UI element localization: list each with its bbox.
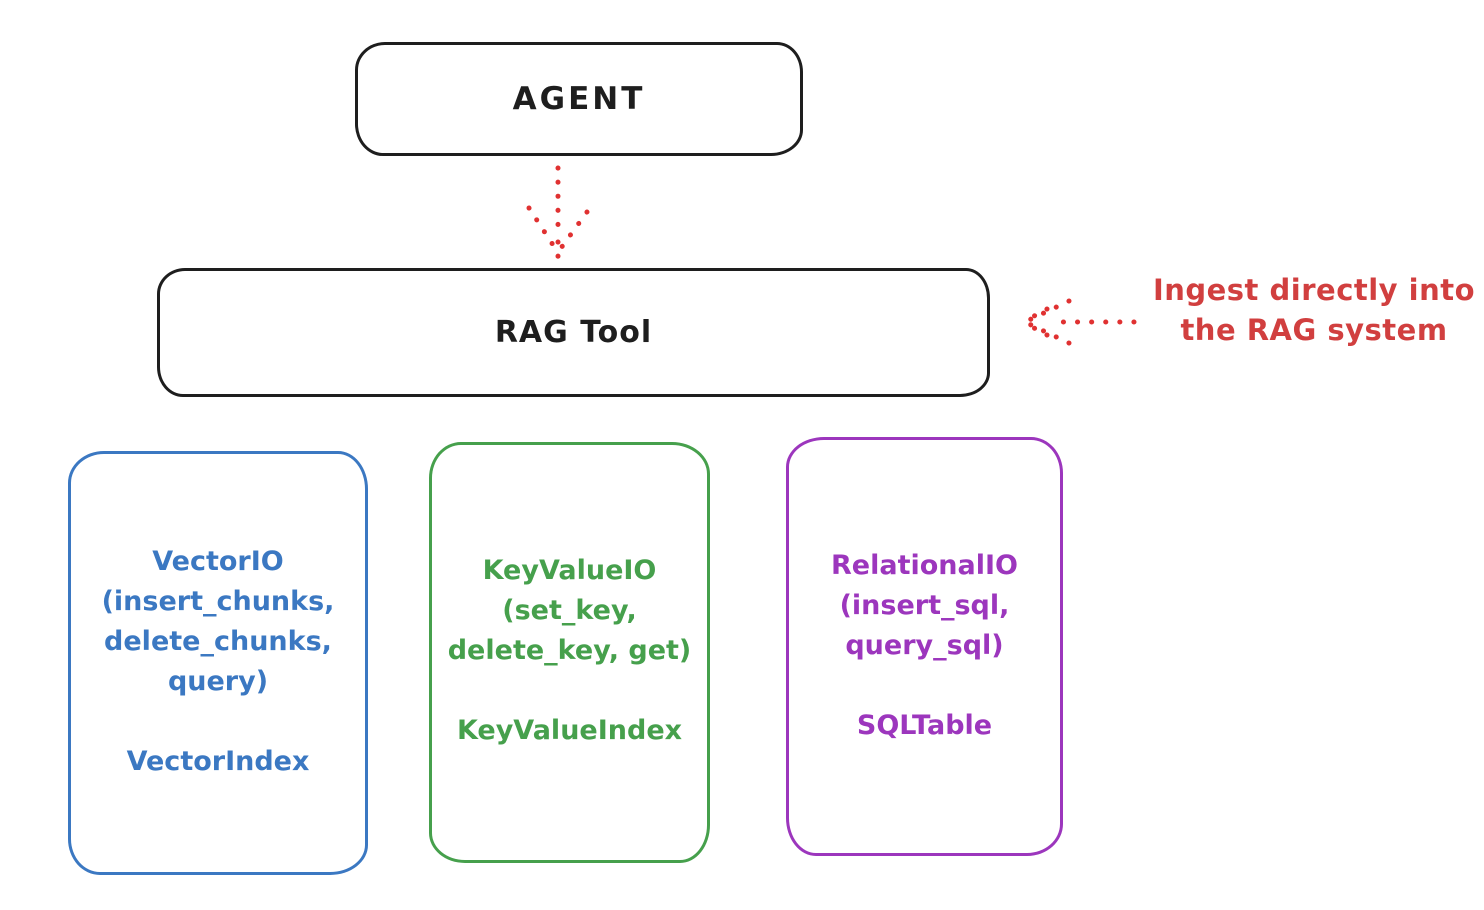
relational-io-label: RelationalIO (insert_sql, query_sql) xyxy=(831,550,1018,661)
vector-io-label: VectorIO (insert_chunks, delete_chunks, … xyxy=(101,546,335,697)
keyvalue-io-node: KeyValueIO (set_key, delete_key, get) Ke… xyxy=(429,442,710,863)
agent-node: AGENT xyxy=(355,42,803,156)
agent-label: AGENT xyxy=(512,81,646,117)
agent-to-rag-dotted-arrow xyxy=(526,165,590,265)
vector-index-label: VectorIndex xyxy=(126,746,310,777)
ingest-annotation-text: Ingest directly into the RAG system xyxy=(1152,273,1476,347)
rag-tool-label: RAG Tool xyxy=(494,315,653,350)
sql-table-label: SQLTable xyxy=(856,710,993,741)
keyvalue-index-label: KeyValueIndex xyxy=(456,715,683,746)
keyvalue-io-label: KeyValueIO (set_key, delete_key, get) xyxy=(447,555,692,666)
ingest-dotted-arrow xyxy=(1020,298,1137,346)
rag-tool-node: RAG Tool xyxy=(157,268,990,397)
relational-io-node: RelationalIO (insert_sql, query_sql) SQL… xyxy=(786,437,1063,856)
vector-io-node: VectorIO (insert_chunks, delete_chunks, … xyxy=(68,451,368,875)
